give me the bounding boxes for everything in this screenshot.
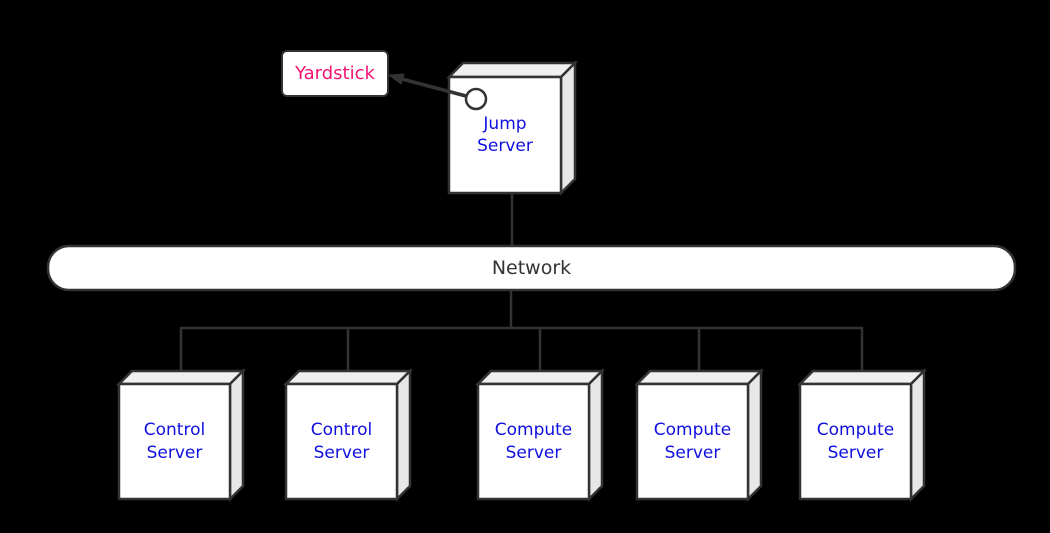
node-front-face xyxy=(117,382,232,501)
node-front-face xyxy=(635,382,750,501)
node-top-face xyxy=(115,369,247,386)
network-label: Network xyxy=(491,256,572,279)
node-side-face xyxy=(909,367,926,503)
compute-server-1-node xyxy=(474,367,606,503)
node-side-face xyxy=(228,367,245,503)
control-server-2-label: Control Server xyxy=(310,420,373,463)
compute-server-1-label: Compute Server xyxy=(494,420,573,463)
jump-server-side-face xyxy=(559,59,577,197)
yardstick-label: Yardstick xyxy=(295,62,375,84)
compute-server-2-node xyxy=(633,367,765,503)
compute-server-3-label: Compute Server xyxy=(816,420,895,463)
port-circle-icon xyxy=(464,87,488,111)
control-server-1-node xyxy=(115,367,247,503)
compute-server-3-node xyxy=(796,367,928,503)
node-side-face xyxy=(746,367,763,503)
arrowhead-icon xyxy=(387,73,405,85)
node-side-face xyxy=(587,367,604,503)
node-top-face xyxy=(474,369,606,386)
yardstick-note-shape xyxy=(281,50,389,97)
control-server-1-label: Control Server xyxy=(143,420,206,463)
node-side-face xyxy=(395,367,412,503)
network-bus-shape xyxy=(46,244,1017,292)
jump-server-label: Jump Server xyxy=(477,113,533,156)
node-top-face xyxy=(633,369,765,386)
node-front-face xyxy=(798,382,913,501)
arrow-shaft xyxy=(401,77,467,98)
node-top-face xyxy=(282,369,414,386)
compute-server-2-label: Compute Server xyxy=(653,420,732,463)
arrow-to-yardstick xyxy=(387,73,488,111)
node-top-face xyxy=(796,369,928,386)
node-front-face xyxy=(476,382,591,501)
jump-server-top-face xyxy=(445,61,579,79)
connector-edges xyxy=(179,193,864,373)
node-front-face xyxy=(284,382,399,501)
control-server-2-node xyxy=(282,367,414,503)
